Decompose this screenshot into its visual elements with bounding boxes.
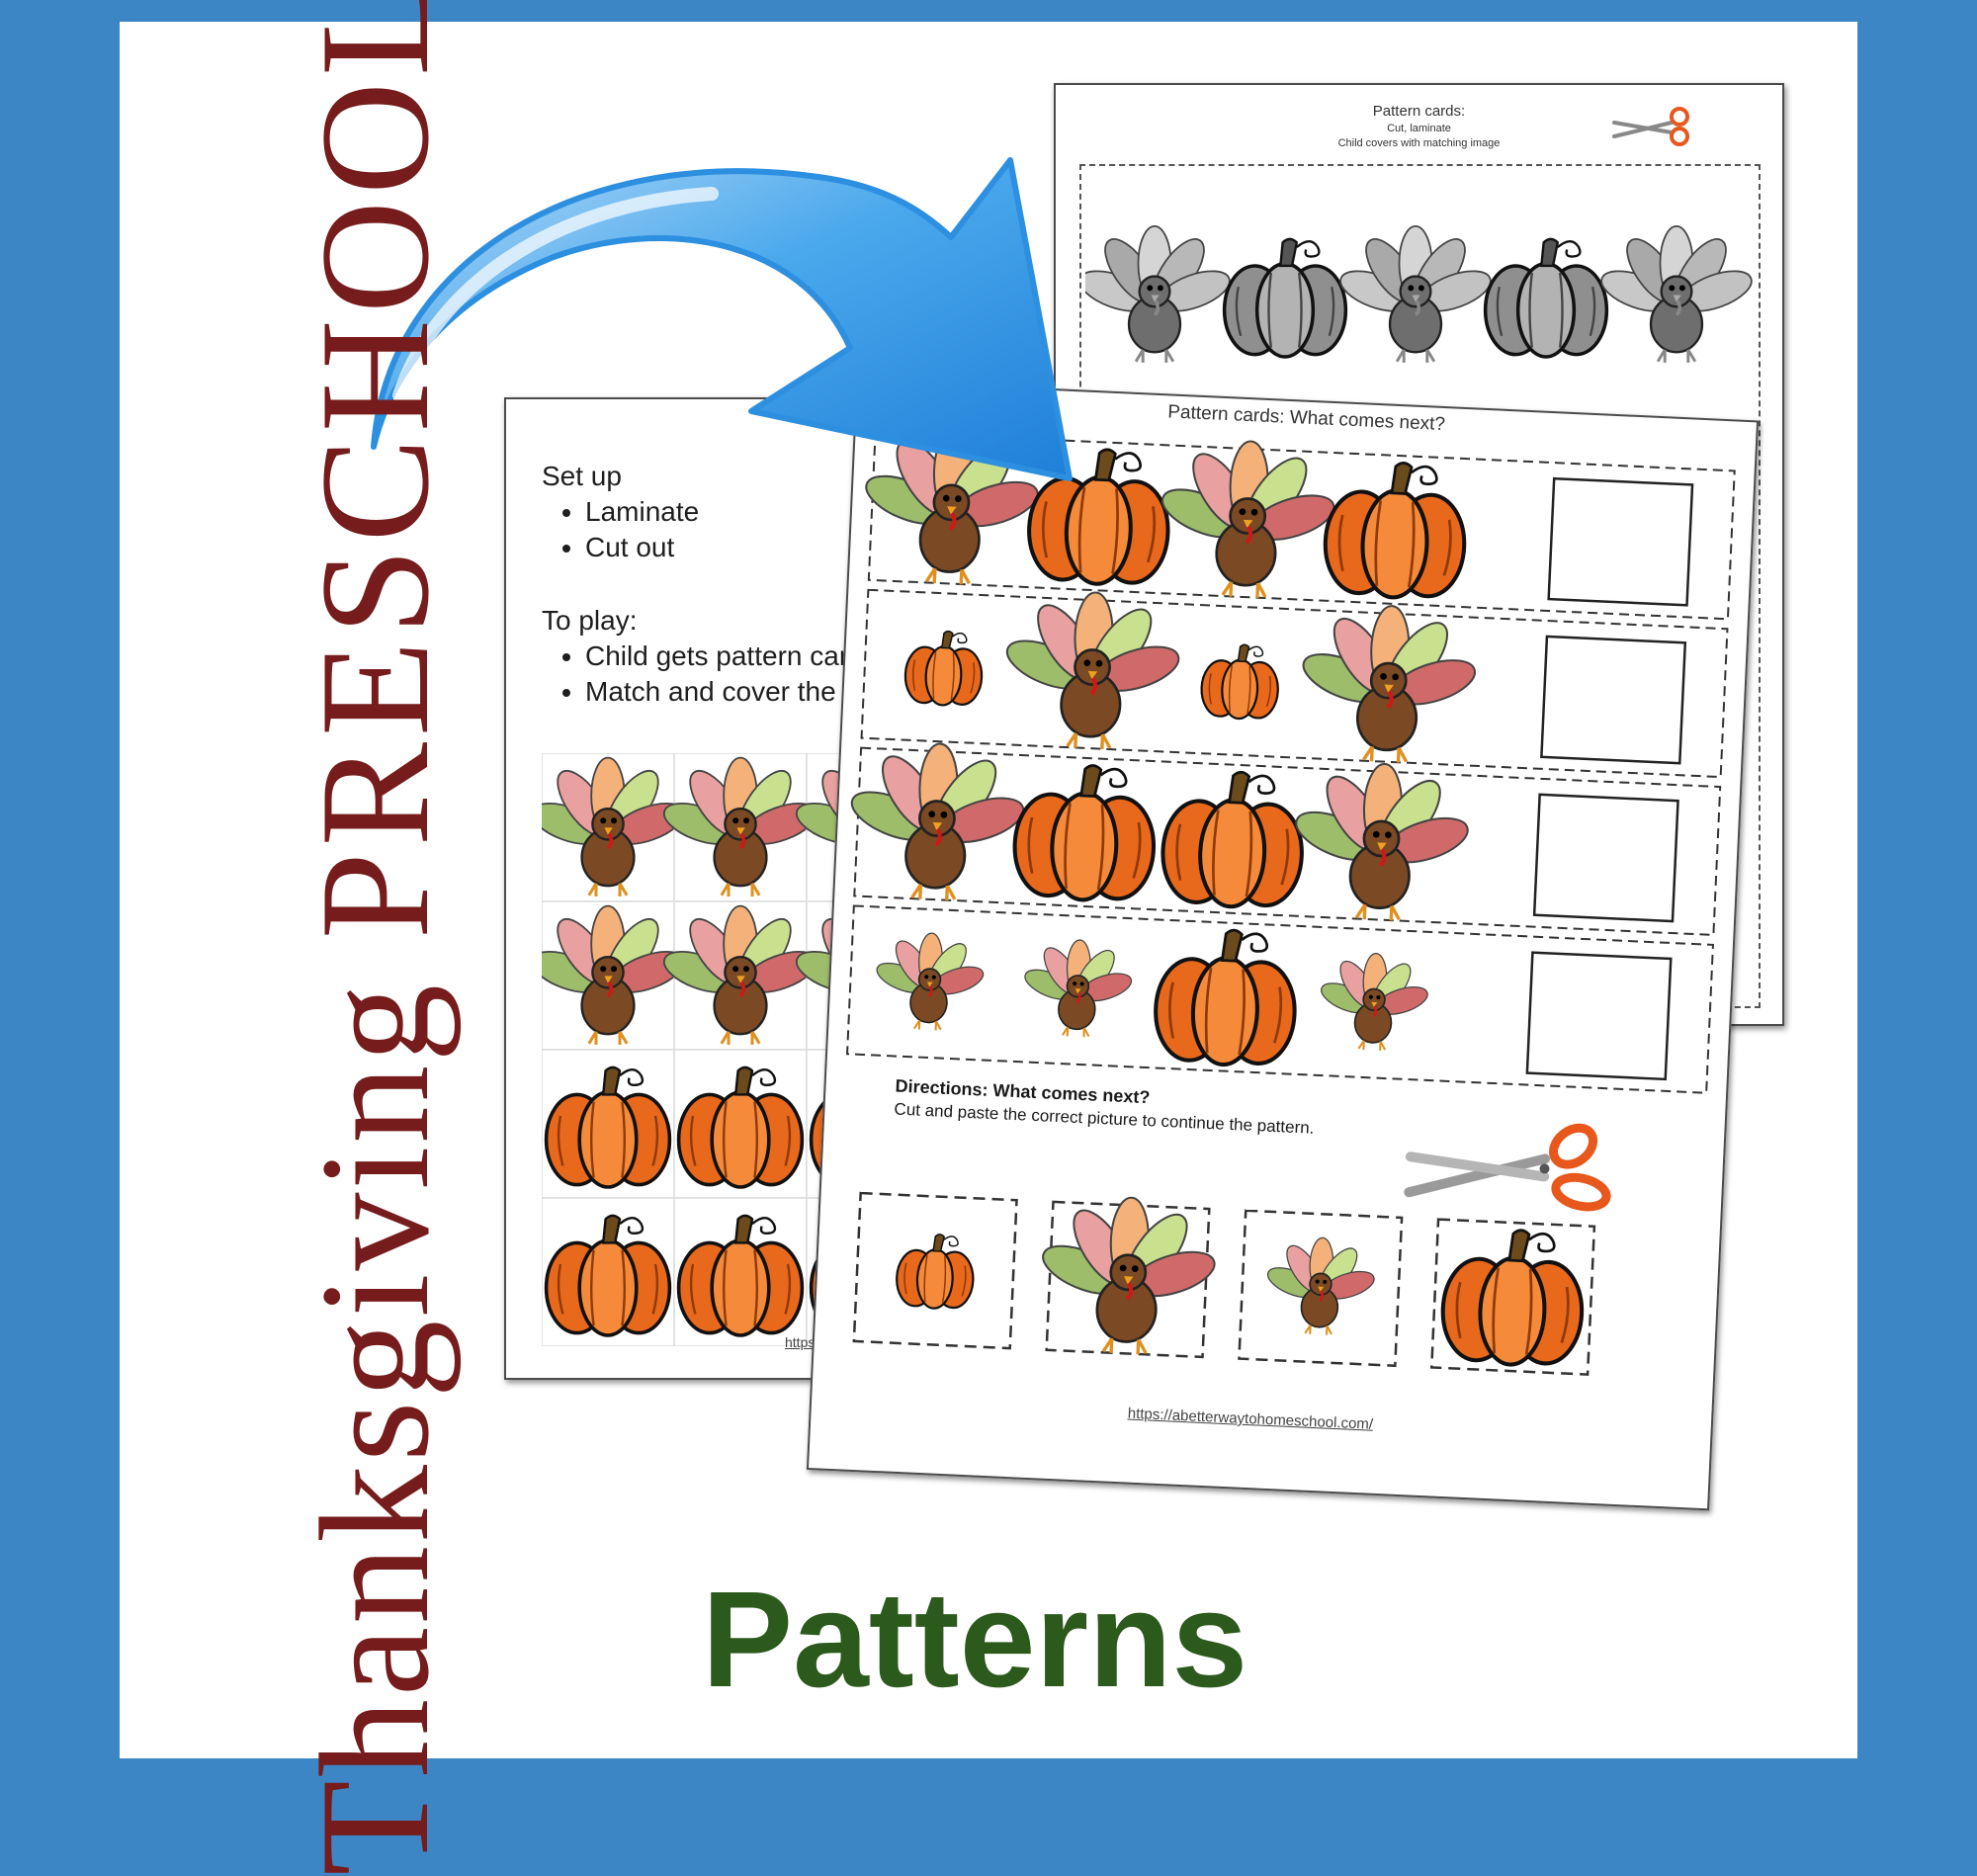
turkey-icon — [1042, 1196, 1216, 1355]
pumpkin-icon — [676, 1066, 805, 1189]
pumpkin-icon — [1483, 237, 1609, 359]
turkey-icon — [662, 904, 818, 1046]
pumpkin-icon — [1200, 643, 1279, 721]
turkey-icon — [1005, 591, 1180, 749]
pumpkin-icon — [1027, 448, 1170, 586]
turkey-icon — [1085, 224, 1231, 363]
gray-pattern-row — [1085, 224, 1753, 363]
answer-box — [1525, 951, 1673, 1081]
answer-box — [1532, 793, 1679, 923]
turkey-icon — [1321, 952, 1428, 1051]
turkey-icon — [850, 742, 1025, 901]
turkey-icon — [1302, 605, 1476, 763]
cutout-pieces — [852, 1191, 1596, 1376]
pumpkin-icon — [676, 1214, 805, 1337]
play-list: Child gets pattern card a Match and cove… — [542, 639, 887, 710]
turkey-icon — [1024, 939, 1133, 1038]
turkey-icon — [1600, 224, 1753, 363]
pumpkin-icon — [544, 1066, 672, 1189]
pumpkin-icon — [544, 1214, 672, 1337]
play-item: Match and cover the co — [585, 674, 887, 710]
pattern-rows — [845, 426, 1736, 1094]
scissors-icon — [1612, 107, 1689, 146]
setup-item: Cut out — [585, 530, 887, 565]
turkey-icon — [1295, 762, 1469, 921]
front-sheet-url: https://abetterwaytohomeschool.com/ — [1127, 1405, 1374, 1433]
setup-item: Laminate — [585, 494, 887, 530]
title-prefix: Thanksgiving — [289, 939, 462, 1876]
pattern-row-frame — [853, 746, 1722, 936]
turkey-icon — [865, 426, 1039, 585]
setup-list: Laminate Cut out — [542, 494, 887, 565]
pumpkin-icon — [1012, 764, 1157, 902]
play-item: Child gets pattern card a — [585, 639, 887, 674]
pumpkin-icon — [1160, 770, 1304, 909]
play-heading: To play: — [542, 605, 638, 636]
what-comes-next-sheet: Pattern cards: What comes next? Directio… — [806, 380, 1760, 1511]
turkey-icon — [1339, 224, 1492, 363]
pumpkin-icon — [1440, 1229, 1585, 1367]
pumpkin-icon — [903, 630, 984, 707]
pattern-row-frame — [867, 430, 1736, 621]
title-emphasis: PRESCHOOL — [289, 0, 462, 940]
scissors-icon — [1404, 1123, 1611, 1212]
answer-box — [1540, 635, 1687, 765]
turkey-icon — [542, 904, 686, 1046]
back-sheet-line2: Child covers with matching image — [1337, 137, 1501, 149]
setup-heading: Set up — [542, 461, 622, 491]
pattern-row-frame — [860, 588, 1729, 779]
pumpkin-icon — [1154, 928, 1297, 1067]
back-sheet-line1: Cut, laminate — [1387, 123, 1451, 134]
pumpkin-icon — [896, 1234, 975, 1310]
pumpkin-icon — [1222, 237, 1348, 359]
turkey-icon — [1160, 440, 1335, 598]
instructions-text: Set up Laminate Cut out To play: Child g… — [542, 459, 887, 710]
pattern-row-frame — [845, 904, 1714, 1094]
turkey-icon — [1266, 1236, 1375, 1335]
back-sheet-title: Pattern cards: — [1372, 103, 1466, 120]
turkey-icon — [876, 932, 985, 1031]
patterns-title: Patterns — [702, 1564, 1248, 1716]
vertical-title: Thanksgiving PRESCHOOL — [289, 0, 462, 1876]
pumpkin-icon — [1323, 462, 1467, 600]
turkey-icon — [542, 756, 686, 897]
answer-box — [1547, 476, 1694, 607]
